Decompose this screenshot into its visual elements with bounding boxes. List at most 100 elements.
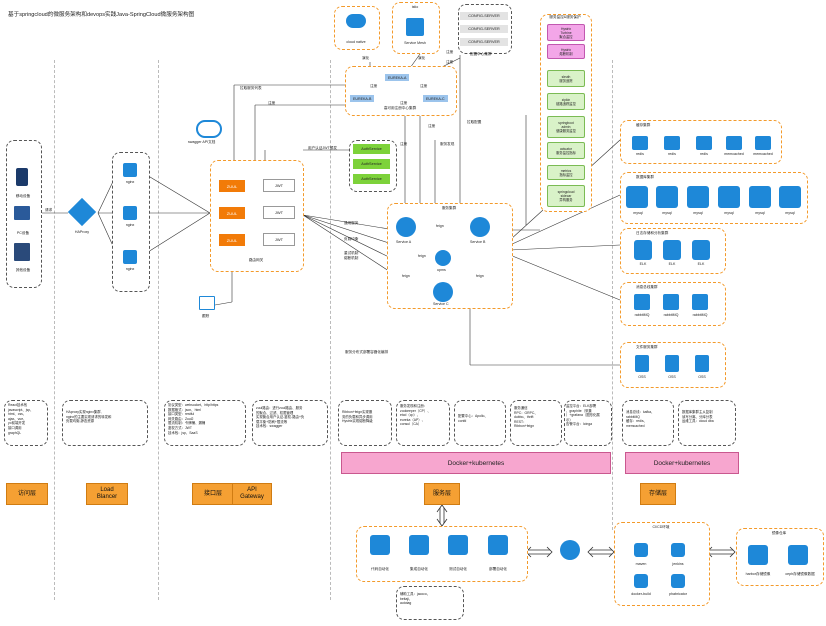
eureka-node: EUREKA-C: [423, 95, 448, 102]
mysql-icon: [656, 186, 678, 208]
cache-label: memcached: [724, 152, 744, 156]
monitor-item: actuator 服务监控指标: [547, 142, 585, 159]
pull-config-label: 拉取配置: [467, 120, 482, 124]
feign-label: feign: [402, 274, 410, 278]
redis-icon: [632, 136, 648, 150]
service-a-label: Service A: [396, 240, 412, 244]
cache-cluster-title: 缓存集群: [636, 123, 651, 127]
maven-icon: [634, 543, 648, 557]
layer-button-load-balancer[interactable]: Load Blancer: [86, 483, 128, 505]
docker-build-icon: [634, 574, 648, 588]
auth-service-node: AuthService: [353, 174, 390, 184]
devops-label: 代码自动化: [371, 567, 389, 571]
db-label: mysql: [633, 211, 643, 215]
column-divider: [612, 60, 613, 530]
storage-note: 数据库集群主从复制 读写分离、分库分表 运维工具：cloud dba: [682, 410, 714, 424]
service-b-label: Service B: [470, 240, 486, 244]
layer-button-interface[interactable]: 接口层: [192, 483, 234, 505]
db-label: mysql: [724, 211, 734, 215]
pull-services-label: 拉取服务列表: [240, 86, 262, 90]
rabbitmq-icon: [692, 294, 708, 310]
note-box: [510, 400, 562, 446]
mobile-device-icon: [16, 168, 28, 186]
config-center-label: 配置中心集群: [470, 52, 492, 56]
elk-label: ELK: [668, 262, 676, 266]
mq-label: rabbitMQ: [692, 313, 708, 317]
register-label: 注册: [400, 142, 408, 146]
mq-cluster-title: 消息总线集群: [636, 285, 658, 289]
auth-service-node: AuthService: [353, 144, 390, 154]
nginx-label: nginx: [125, 223, 135, 227]
oss-icon: [635, 355, 649, 372]
devops-label: 部署自动化: [489, 567, 507, 571]
cluster-feature-label: 熔断机制: [344, 256, 359, 260]
service-mesh-label: Service Mesh: [404, 41, 426, 45]
ci-label: jenkins: [672, 562, 684, 566]
device-label: 其他设备: [15, 268, 31, 272]
feign-label: feign: [418, 254, 426, 258]
db-label: mysql: [693, 211, 703, 215]
nginx-label: nginx: [125, 267, 135, 271]
eureka-sync-label: 注册: [370, 84, 378, 88]
request-label: 请求: [45, 208, 53, 212]
service-a-icon: [396, 217, 416, 237]
cloud-native-icon: [346, 14, 366, 28]
aux-note: 辅助工具：jacoco、 beitaji、 autotag: [400, 592, 431, 606]
db-label: mysql: [785, 211, 795, 215]
swagger-label: swagger API文档: [188, 140, 216, 144]
nginx-icon: [123, 250, 137, 264]
register-label: 注册: [446, 50, 454, 54]
access-note: React技术栈 javascript、jsp、 html、css、 ajax、…: [8, 403, 34, 435]
ci-label: phabricator: [669, 592, 687, 596]
column-divider: [330, 60, 331, 600]
layer-button-storage[interactable]: 存储层: [640, 483, 676, 505]
upms-icon: [435, 250, 451, 266]
gateway-note: zuul路由：进行zuul路由、服务 的聚合、过滤、权限管理 实现聚合用户认证-…: [256, 406, 305, 429]
cluster-feature-label: 负载均衡: [344, 237, 359, 241]
layer-button-access[interactable]: 访问层: [6, 483, 48, 505]
monitor-item: springcloud sidecar 异构服务: [547, 185, 585, 207]
auth-register-label: 注册: [428, 124, 436, 128]
elk-icon: [634, 240, 652, 260]
evolve-label: 演化: [418, 56, 426, 60]
service-c-label: Service C: [433, 302, 449, 306]
devices-box: [6, 140, 42, 288]
rabbitmq-icon: [663, 294, 679, 310]
rabbitmq-icon: [634, 294, 650, 310]
devops-label: 集成自动化: [410, 567, 428, 571]
elk-label: ELK: [639, 262, 647, 266]
oss-label: OSS: [638, 375, 646, 379]
service-cluster-title: 服务集群: [441, 206, 457, 210]
eureka-sync-label: 注册: [420, 84, 428, 88]
evolve-label: 演化: [362, 56, 370, 60]
redis-icon: [664, 136, 680, 150]
device-label: 移动设备: [15, 194, 31, 198]
mq-label: rabbitMQ: [663, 313, 679, 317]
oss-cluster-title: 文件服务集群: [636, 345, 658, 349]
note-box: [622, 400, 674, 446]
service-note: 服务发现和注册： zookeeper（CP）、 etcd（cp）、 eureka…: [400, 404, 431, 427]
layer-button-api-gateway[interactable]: API Gateway: [232, 483, 272, 505]
layer-button-service[interactable]: 服务层: [424, 483, 460, 505]
service-note: 服务通信 RPC：GRPC、 dubbo、thrift REST： Ribbon…: [514, 406, 538, 429]
eureka-box: [345, 66, 457, 116]
gateway-register-label: 注册: [268, 101, 276, 105]
elk-icon: [663, 240, 681, 260]
note-box: [164, 400, 246, 446]
interface-note: 协议类型：websocket、http/https 数据格式：json、html…: [168, 403, 219, 435]
upms-label: upms: [437, 268, 446, 272]
service-note: 配置中心：Apollo、 confd: [458, 414, 488, 423]
mysql-icon: [718, 186, 740, 208]
note-box: [564, 400, 612, 446]
repo-label: harbor存储镜像: [745, 572, 771, 576]
swagger-cloud-icon: [196, 120, 222, 138]
repo-label: ceph存储镜像数据: [785, 572, 815, 576]
code-automation-icon: [370, 535, 390, 555]
heartbeat-icon: [448, 535, 468, 555]
note-box: [252, 400, 328, 446]
jenkins-icon: [671, 543, 685, 557]
note-box: [4, 400, 48, 446]
elk-label: ELK: [697, 262, 705, 266]
github-icon: [560, 540, 580, 560]
jwt-node: JWT: [263, 179, 295, 192]
